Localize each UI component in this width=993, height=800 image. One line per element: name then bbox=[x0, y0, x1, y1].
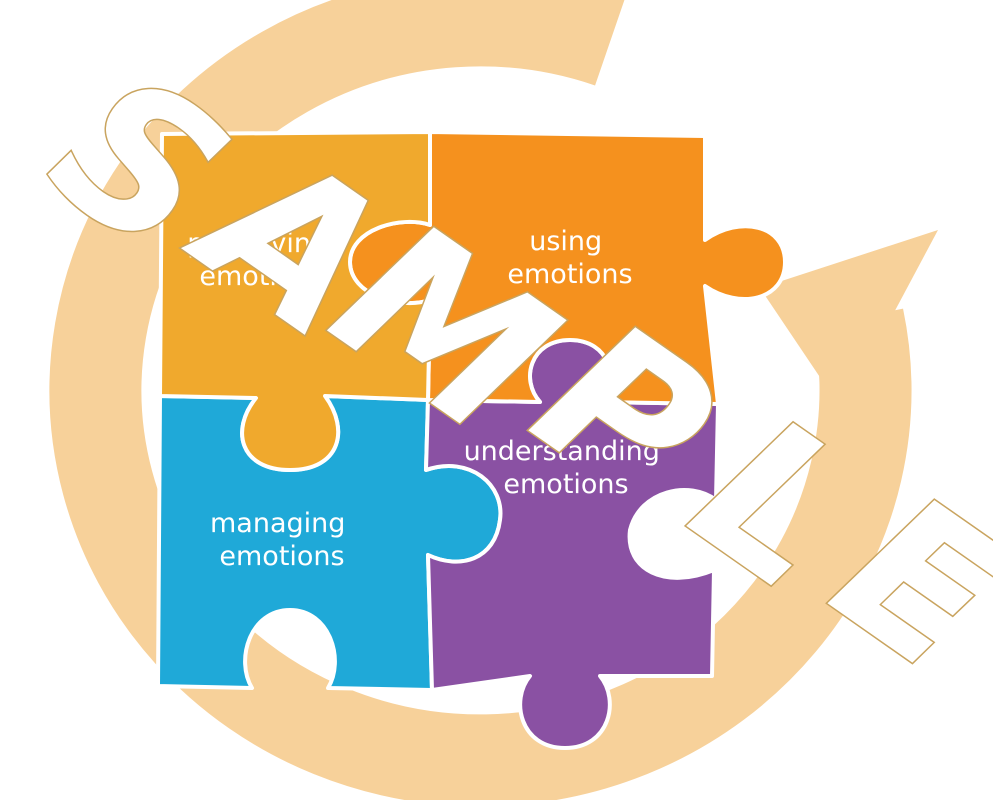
label-perceiving-line1: perceiving bbox=[187, 228, 328, 259]
label-using: using emotions bbox=[507, 226, 632, 290]
piece-labels: perceiving emotions using emotions under… bbox=[187, 226, 669, 572]
label-managing: managing emotions bbox=[210, 508, 354, 572]
piece-perceiving bbox=[158, 130, 432, 472]
label-perceiving: perceiving emotions bbox=[187, 228, 337, 292]
label-using-line2: emotions bbox=[507, 259, 632, 290]
label-managing-line2: emotions bbox=[219, 541, 344, 572]
label-understanding-line2: emotions bbox=[503, 469, 628, 500]
label-understanding: understanding emotions bbox=[464, 436, 669, 500]
label-managing-line1: managing bbox=[210, 508, 345, 539]
label-using-line1: using bbox=[529, 226, 602, 257]
puzzle bbox=[156, 130, 787, 750]
ring-arrowhead bbox=[760, 230, 938, 410]
label-understanding-line1: understanding bbox=[464, 436, 660, 467]
label-perceiving-line2: emotions bbox=[199, 261, 324, 292]
